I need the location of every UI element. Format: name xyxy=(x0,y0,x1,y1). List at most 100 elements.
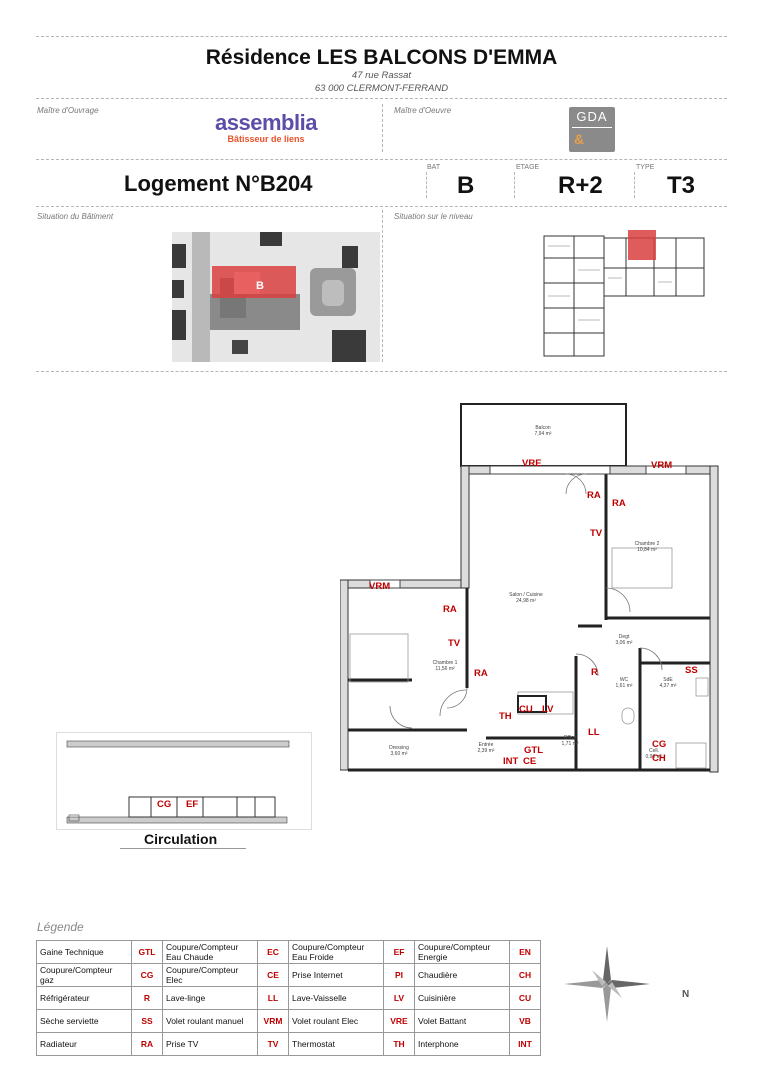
owner-logo-text: assemblia xyxy=(215,110,317,135)
legend-code: EN xyxy=(509,940,541,964)
legend-term: Chaudière xyxy=(414,963,510,987)
legend-code: CU xyxy=(509,986,541,1010)
legend-term: Lave-linge xyxy=(162,986,258,1010)
legend-code: SS xyxy=(131,1009,163,1033)
legend-term: Coupure/Compteur Energie xyxy=(414,940,510,964)
legend-term: Interphone xyxy=(414,1032,510,1056)
code-gtl: GTL xyxy=(524,745,543,756)
building-marker: B xyxy=(256,280,264,292)
legend-term: Thermostat xyxy=(288,1032,384,1056)
legend-code: EC xyxy=(257,940,289,964)
owner-logo-tagline: Bâtisseur de liens xyxy=(227,134,305,144)
floor-plan xyxy=(339,398,720,778)
circulation-plan xyxy=(56,732,312,830)
legend-term: Réfrigérateur xyxy=(36,986,132,1010)
page-title: Résidence LES BALCONS D'EMMA xyxy=(205,46,558,69)
legend-term: Prise TV xyxy=(162,1032,258,1056)
circulation-code-ef: EF xyxy=(186,799,199,810)
legend-code: TV xyxy=(257,1032,289,1056)
level-situation-label: Situation sur le niveau xyxy=(394,212,473,221)
divider xyxy=(382,210,383,362)
legend-code: CE xyxy=(257,963,289,987)
legend-term: Volet Battant xyxy=(414,1009,510,1033)
code-lv: LV xyxy=(542,704,554,715)
code-tv: TV xyxy=(590,528,603,539)
type-value: T3 xyxy=(667,172,696,199)
architect-logo-text: GDA xyxy=(576,109,608,124)
compass-icon xyxy=(562,944,652,1024)
architect-label: Maître d'Oeuvre xyxy=(394,106,452,115)
building-situation-label: Situation du Bâtiment xyxy=(37,212,114,221)
legend-term: Coupure/Compteur Elec xyxy=(162,963,258,987)
address-line-2: 63 000 CLERMONT-FERRAND xyxy=(314,83,449,94)
legend-term: Coupure/Compteur Eau Chaude xyxy=(162,940,258,964)
type-label: TYPE xyxy=(636,164,655,171)
code-cu: CU xyxy=(519,704,533,715)
bat-label: BAT xyxy=(427,164,441,171)
code-tv: TV xyxy=(448,638,461,649)
code-ra: RA xyxy=(474,668,488,679)
code-ra: RA xyxy=(612,498,626,509)
divider xyxy=(36,159,727,160)
legend-term: Prise Internet xyxy=(288,963,384,987)
code-ra: RA xyxy=(443,604,457,615)
legend-code: RA xyxy=(131,1032,163,1056)
code-cg: CG xyxy=(652,739,667,750)
code-ra: RA xyxy=(587,490,601,501)
legend-term: Gaine Technique xyxy=(36,940,132,964)
legend-title: Légende xyxy=(37,920,84,934)
level-plan xyxy=(536,228,712,366)
legend-term: Lave-Vaisselle xyxy=(288,986,384,1010)
legend-term: Cuisinière xyxy=(414,986,510,1010)
legend-code: VRM xyxy=(257,1009,289,1033)
legend-code: CH xyxy=(509,963,541,987)
owner-label: Maître d'Ouvrage xyxy=(37,106,99,115)
legend-term: Radiateur xyxy=(36,1032,132,1056)
code-r: R xyxy=(591,667,598,678)
architect-logo: GDA & xyxy=(569,107,615,152)
divider xyxy=(426,172,427,198)
legend-code: LL xyxy=(257,986,289,1010)
compass-north-label: N xyxy=(682,989,690,1000)
legend-code: TH xyxy=(383,1032,415,1056)
code-ch: CH xyxy=(652,753,666,764)
legend-code: INT xyxy=(509,1032,541,1056)
room-cell: Cell.0,90 m² xyxy=(645,748,663,760)
legend-term: Sèche serviette xyxy=(36,1009,132,1033)
legend-term: Coupure/Compteur Eau Froide xyxy=(288,940,384,964)
code-vrm: VRM xyxy=(651,460,673,471)
etage-label: ETAGE xyxy=(516,164,540,171)
divider xyxy=(634,172,635,198)
legend-code: EF xyxy=(383,940,415,964)
code-vre: VRE xyxy=(522,458,542,469)
legend-code: R xyxy=(131,986,163,1010)
etage-value: R+2 xyxy=(558,172,603,199)
code-vrm: VRM xyxy=(369,581,391,592)
unit-title: Logement N°B204 xyxy=(124,171,313,196)
divider xyxy=(514,172,515,198)
divider xyxy=(120,848,246,849)
divider xyxy=(382,104,383,152)
address-line-1: 47 rue Rassat xyxy=(351,70,412,81)
legend-code: CG xyxy=(131,963,163,987)
legend-code: LV xyxy=(383,986,415,1010)
legend-term: Volet roulant manuel xyxy=(162,1009,258,1033)
divider xyxy=(36,36,727,37)
code-ll: LL xyxy=(588,727,600,738)
owner-logo: assemblia Bâtisseur de liens xyxy=(201,110,331,145)
circulation-code-cg: CG xyxy=(157,799,172,810)
